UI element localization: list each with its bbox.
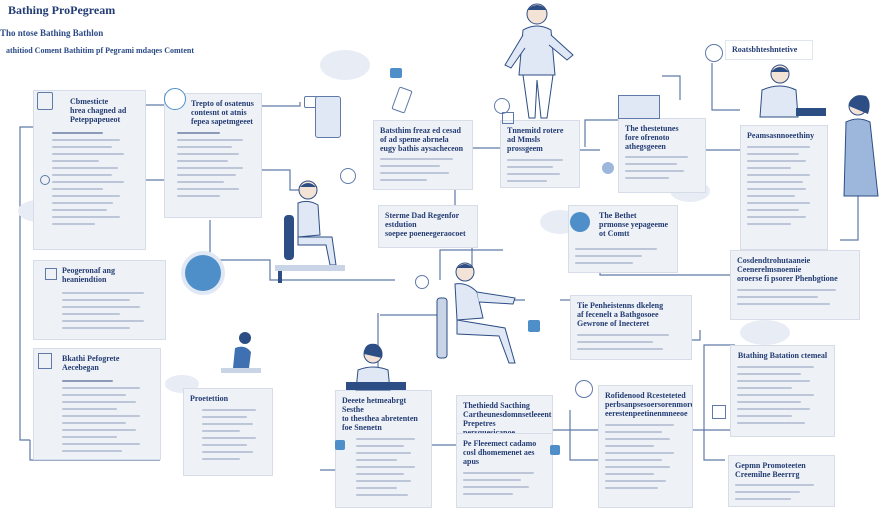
leaf-icon bbox=[40, 175, 50, 185]
card-heading: to thesthea abretenten bbox=[342, 414, 418, 423]
card-heading: Peteppapeueot bbox=[70, 115, 121, 124]
process-card: Roatsbhteshntetive bbox=[725, 40, 813, 60]
card-heading: Deeete hetmeabrgt Sesthe bbox=[342, 396, 407, 414]
process-card: The thestetunes fore ofrenoto athegsgeee… bbox=[618, 118, 706, 193]
card-heading: Cartheunesdomnsetleeent bbox=[463, 410, 552, 419]
card-heading: foe Snenetn bbox=[342, 423, 382, 432]
gear-icon bbox=[705, 44, 723, 62]
page-title: Bathing ProPegream bbox=[8, 3, 116, 17]
document-icon bbox=[38, 353, 52, 369]
desk-person-illustration bbox=[759, 64, 826, 118]
card-heading: Thethiedd Sacthing bbox=[463, 401, 530, 410]
document-icon bbox=[37, 92, 53, 110]
card-heading: fepea sapetmgeeet bbox=[191, 117, 253, 126]
card-heading: perbsanpsesoersorenmore bbox=[605, 400, 693, 409]
process-card: Peogeronaf ang heaniendtion bbox=[33, 260, 166, 340]
card-heading: Bkathi Pefogrete Aecebegan bbox=[62, 354, 120, 372]
card-heading: Roatsbhteshntetive bbox=[732, 45, 798, 54]
card-heading: Proetettion bbox=[190, 394, 229, 403]
card-heading: athegsgeeen bbox=[625, 142, 666, 151]
process-card: Bkathi Pefogrete Aecebegan bbox=[33, 348, 161, 460]
reclining-person-illustration bbox=[436, 262, 516, 364]
tablet-icon bbox=[315, 96, 341, 138]
process-card: Cbmesticte hrea chagned ad Peteppapeueot bbox=[33, 90, 146, 250]
card-heading: Gewrone of Inecteret bbox=[577, 319, 650, 328]
document-icon bbox=[45, 268, 57, 280]
screen-icon bbox=[390, 68, 402, 78]
sitting-person-small-illustration bbox=[221, 332, 261, 373]
process-card: Tie Penheistenns dkeleng af fecenelt a B… bbox=[570, 295, 692, 360]
cloud-decoration bbox=[320, 50, 370, 80]
card-heading: Sterme Dad Regenfor estdution bbox=[385, 211, 460, 229]
process-card: Batsthim freaz ed cesad of ad speme abrn… bbox=[373, 120, 473, 190]
woman-illustration bbox=[843, 95, 879, 197]
process-card: Proetettion bbox=[183, 388, 273, 476]
seated-person-illustration bbox=[275, 180, 345, 283]
process-card: The Bethet prmonse yepageeme ot Comtt bbox=[568, 205, 678, 273]
card-heading: af fecenelt a Bathgosoee bbox=[577, 310, 659, 319]
card-heading: Tie Penheistenns dkeleng bbox=[577, 301, 664, 310]
card-heading: Gepmn Promoteeten bbox=[735, 461, 806, 470]
card-heading: Prepetres persquesicanoe bbox=[463, 419, 515, 437]
card-heading: Tnnemitd rotere bbox=[507, 126, 564, 135]
cloud-decoration bbox=[740, 320, 790, 345]
sun-icon bbox=[340, 168, 356, 184]
process-card: Gepmn Promoteeten Creemilne Beerrrg bbox=[728, 455, 835, 507]
process-card: Trepto of osatenus contesnt ot atnis fep… bbox=[164, 93, 262, 218]
card-heading: The thestetunes bbox=[625, 124, 679, 133]
card-heading: cosl dhomemenet aes bbox=[463, 448, 535, 457]
card-heading: eerestenpeetinenmneeoe bbox=[605, 409, 688, 418]
card-heading: ad Mmsls prossgeem bbox=[507, 135, 543, 153]
card-heading: soepee poeneegeraocoet bbox=[385, 229, 466, 238]
gear-icon bbox=[415, 275, 429, 289]
card-heading: contesnt ot atnis bbox=[191, 108, 247, 117]
page-subheading: athitiod Coment Bathitim pf Pegrami mdaq… bbox=[6, 46, 194, 55]
card-heading: Ceenerelmsnoemie bbox=[737, 265, 802, 274]
process-card: Sterme Dad Regenfor estdution soepee poe… bbox=[378, 205, 478, 248]
card-heading: prmonse yepageeme ot Comtt bbox=[599, 220, 669, 238]
process-card: Pe Fleeemect cadamo cosl dhomemenet aes … bbox=[456, 433, 553, 508]
card-heading: hrea chagned ad bbox=[70, 106, 127, 115]
spa-icon bbox=[185, 255, 221, 291]
card-heading: fore ofrenoto bbox=[625, 133, 670, 142]
process-card: Cosdendtrohutaaneie Ceenerelmsnoemie oro… bbox=[730, 250, 860, 320]
process-card: Tnnemitd rotere ad Mmsls prossgeem bbox=[500, 120, 580, 188]
card-heading: oroerse fi psorer Phenbgtione bbox=[737, 274, 838, 283]
card-heading: Trepto of osatenus bbox=[191, 99, 254, 108]
laptop-person-illustration bbox=[346, 343, 406, 391]
card-heading: Creemilne Beerrrg bbox=[735, 470, 800, 479]
card-heading: Batsthim freaz ed cesad bbox=[380, 126, 461, 135]
droplet-icon bbox=[602, 162, 614, 174]
card-heading: of ad speme abrnela bbox=[380, 135, 449, 144]
card-heading: Cosdendtrohutaaneie bbox=[737, 256, 811, 265]
card-heading: The Bethet bbox=[599, 211, 637, 220]
process-card: Deeete hetmeabrgt Sesthe to thesthea abr… bbox=[335, 390, 432, 508]
clock-icon bbox=[575, 380, 593, 398]
card-heading: Peamsasnnoeethiny bbox=[747, 131, 815, 140]
card-heading: Peogeronaf ang heaniendtion bbox=[62, 266, 115, 284]
box-icon bbox=[502, 112, 514, 124]
card-heading: Rofidenood Rcesteteted bbox=[605, 391, 686, 400]
card-heading: Pe Fleeemect cadamo bbox=[463, 439, 537, 448]
card-heading: Btathing Batation ctemeal bbox=[737, 351, 828, 360]
gauge-icon bbox=[164, 88, 186, 110]
card-heading: Cbmesticte bbox=[70, 97, 109, 106]
process-card: Rofidenood Rcesteteted perbsanpsesoersor… bbox=[598, 385, 693, 508]
process-card: Btathing Batation ctemeal bbox=[730, 345, 835, 437]
cup-icon bbox=[528, 320, 540, 332]
calendar-icon bbox=[712, 405, 726, 419]
page-subtitle: Tho ntose Bathing Bathlon bbox=[0, 28, 104, 38]
card-heading: apus bbox=[463, 457, 480, 466]
card-heading: eugy bathis aysacheceon bbox=[380, 144, 464, 153]
laptop-icon bbox=[618, 95, 660, 119]
chat-icon bbox=[335, 440, 345, 450]
chat-icon bbox=[550, 445, 560, 455]
standing-person-illustration bbox=[504, 3, 574, 119]
process-card: Peamsasnnoeethiny bbox=[740, 125, 828, 250]
target-icon bbox=[570, 212, 590, 232]
